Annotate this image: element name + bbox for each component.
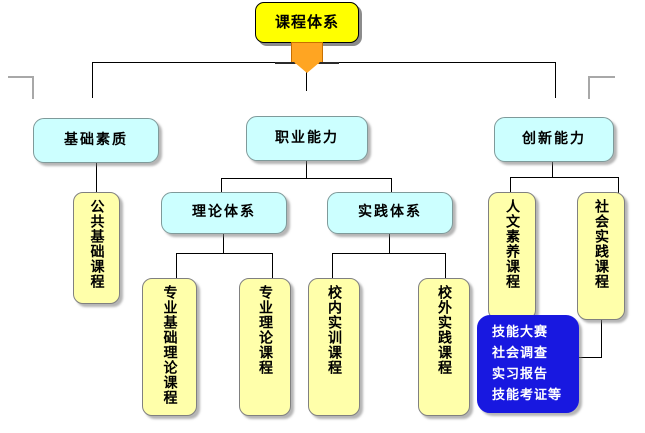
- course-node-label: 公共基础课程: [88, 199, 105, 289]
- subcategory-node-label: 实践体系: [358, 204, 422, 221]
- activity-item-1: 技能大赛: [492, 324, 549, 340]
- connector-theory-to-major-basic: [176, 253, 178, 278]
- category-node-vocational-ability[interactable]: 职业能力: [246, 116, 368, 161]
- connector-innovation-down: [552, 162, 554, 178]
- course-node-label: 校内实训课程: [326, 285, 342, 375]
- connector-innovation-bus: [510, 177, 619, 179]
- root-node-curriculum-system[interactable]: 课程体系: [255, 2, 359, 43]
- connector-vocational-down: [306, 161, 308, 179]
- orange-connector-wing-right: [319, 62, 339, 64]
- connector-vocational-to-theory: [221, 178, 223, 193]
- subcategory-node-label: 理论体系: [192, 204, 256, 221]
- connector-level1-left-drop: [92, 62, 94, 98]
- course-node-public-basic[interactable]: 公共基础课程: [73, 192, 120, 304]
- connector-vocational-bus: [221, 178, 392, 180]
- course-node-on-campus-training[interactable]: 校内实训课程: [308, 278, 360, 416]
- decor-bracket-right-horizontal: [588, 76, 615, 78]
- decor-bracket-left-horizontal: [8, 76, 34, 78]
- course-node-humanities[interactable]: 人文素养课程: [488, 192, 536, 320]
- course-node-label: 校外实践课程: [436, 285, 452, 375]
- connector-root-down: [306, 72, 308, 91]
- decor-bracket-left-vertical: [32, 76, 34, 99]
- orange-connector-wing-left: [275, 62, 295, 64]
- course-node-label: 专业基础理论课程: [161, 285, 178, 405]
- decor-bracket-right-vertical: [588, 76, 590, 99]
- course-node-label: 人文素养课程: [504, 199, 520, 289]
- course-node-label: 社会实践课程: [593, 199, 609, 289]
- category-node-basic-quality[interactable]: 基础素质: [33, 118, 159, 163]
- activity-item-3: 实习报告: [492, 367, 549, 382]
- connector-practice-to-off-campus: [445, 253, 447, 278]
- connector-social-practice-to-activities: [577, 357, 602, 359]
- category-node-label: 基础素质: [64, 131, 128, 148]
- connector-practice-bus: [332, 253, 446, 255]
- activities-list-box[interactable]: 技能大赛 社会调查 实习报告 技能考证等: [477, 315, 579, 413]
- connector-innovation-to-humanities: [510, 177, 512, 193]
- root-node-label: 课程体系: [274, 13, 339, 32]
- category-node-innovation-ability[interactable]: 创新能力: [494, 117, 614, 162]
- connector-level1-right-drop: [555, 62, 557, 98]
- orange-connector-stem: [291, 42, 323, 64]
- category-node-label: 创新能力: [522, 130, 586, 147]
- connector-theory-bus: [176, 253, 273, 255]
- activity-item-2: 社会调查: [492, 345, 549, 361]
- connector-social-practice-down: [601, 320, 603, 358]
- connector-theory-to-major-theory: [272, 253, 274, 278]
- course-node-label: 专业理论课程: [257, 285, 273, 375]
- course-node-social-practice[interactable]: 社会实践课程: [577, 192, 625, 320]
- activity-item-4: 技能考证等: [492, 388, 563, 404]
- connector-innovation-to-social-practice: [618, 177, 620, 193]
- subcategory-node-practice-system[interactable]: 实践体系: [327, 192, 453, 234]
- connector-theory-down: [223, 234, 225, 254]
- subcategory-node-theory-system[interactable]: 理论体系: [161, 192, 287, 234]
- orange-connector-arrow-icon: [294, 62, 320, 73]
- connector-practice-down: [389, 234, 391, 254]
- category-node-label: 职业能力: [275, 129, 339, 146]
- course-node-major-theory[interactable]: 专业理论课程: [239, 278, 291, 416]
- connector-basic-quality-to-public-basic: [96, 163, 98, 193]
- connector-vocational-to-practice: [391, 178, 393, 193]
- connector-practice-to-on-campus: [332, 253, 334, 278]
- course-node-major-basic-theory[interactable]: 专业基础理论课程: [142, 278, 197, 416]
- course-node-off-campus-practice[interactable]: 校外实践课程: [418, 278, 470, 416]
